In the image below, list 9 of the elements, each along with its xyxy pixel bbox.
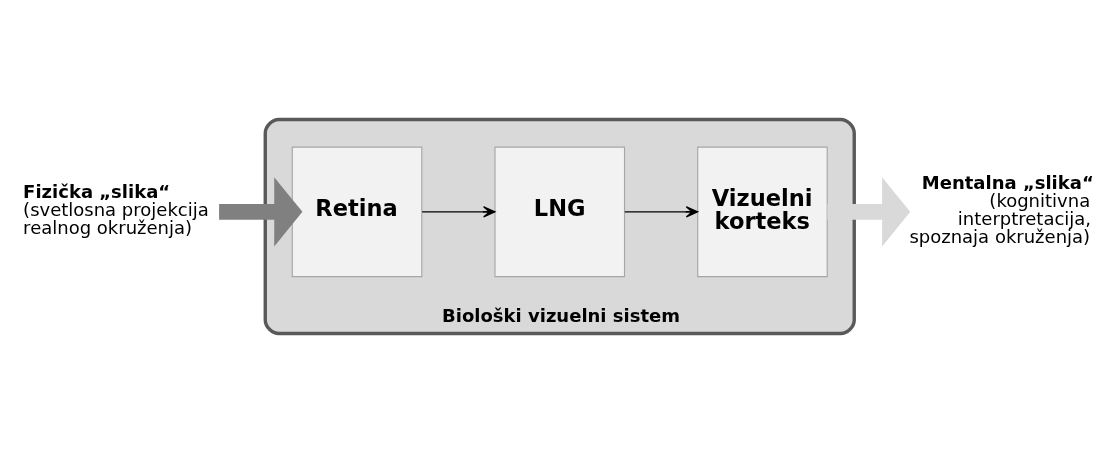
arrow — [624, 205, 699, 218]
node-text: Fizička „slika“ (svetlosna projekcija realnog okruženja) — [23, 180, 209, 238]
node-box: Vizuelni korteks — [697, 146, 828, 277]
arrow — [827, 176, 911, 246]
node-box: LNG — [494, 146, 626, 277]
node-text: Mentalna „slika“ (kognitivna interptretacija, spoznaja okruženja) — [909, 171, 1094, 247]
node-box: Retina — [291, 146, 423, 277]
arrow — [421, 205, 496, 218]
arrow — [219, 176, 303, 246]
